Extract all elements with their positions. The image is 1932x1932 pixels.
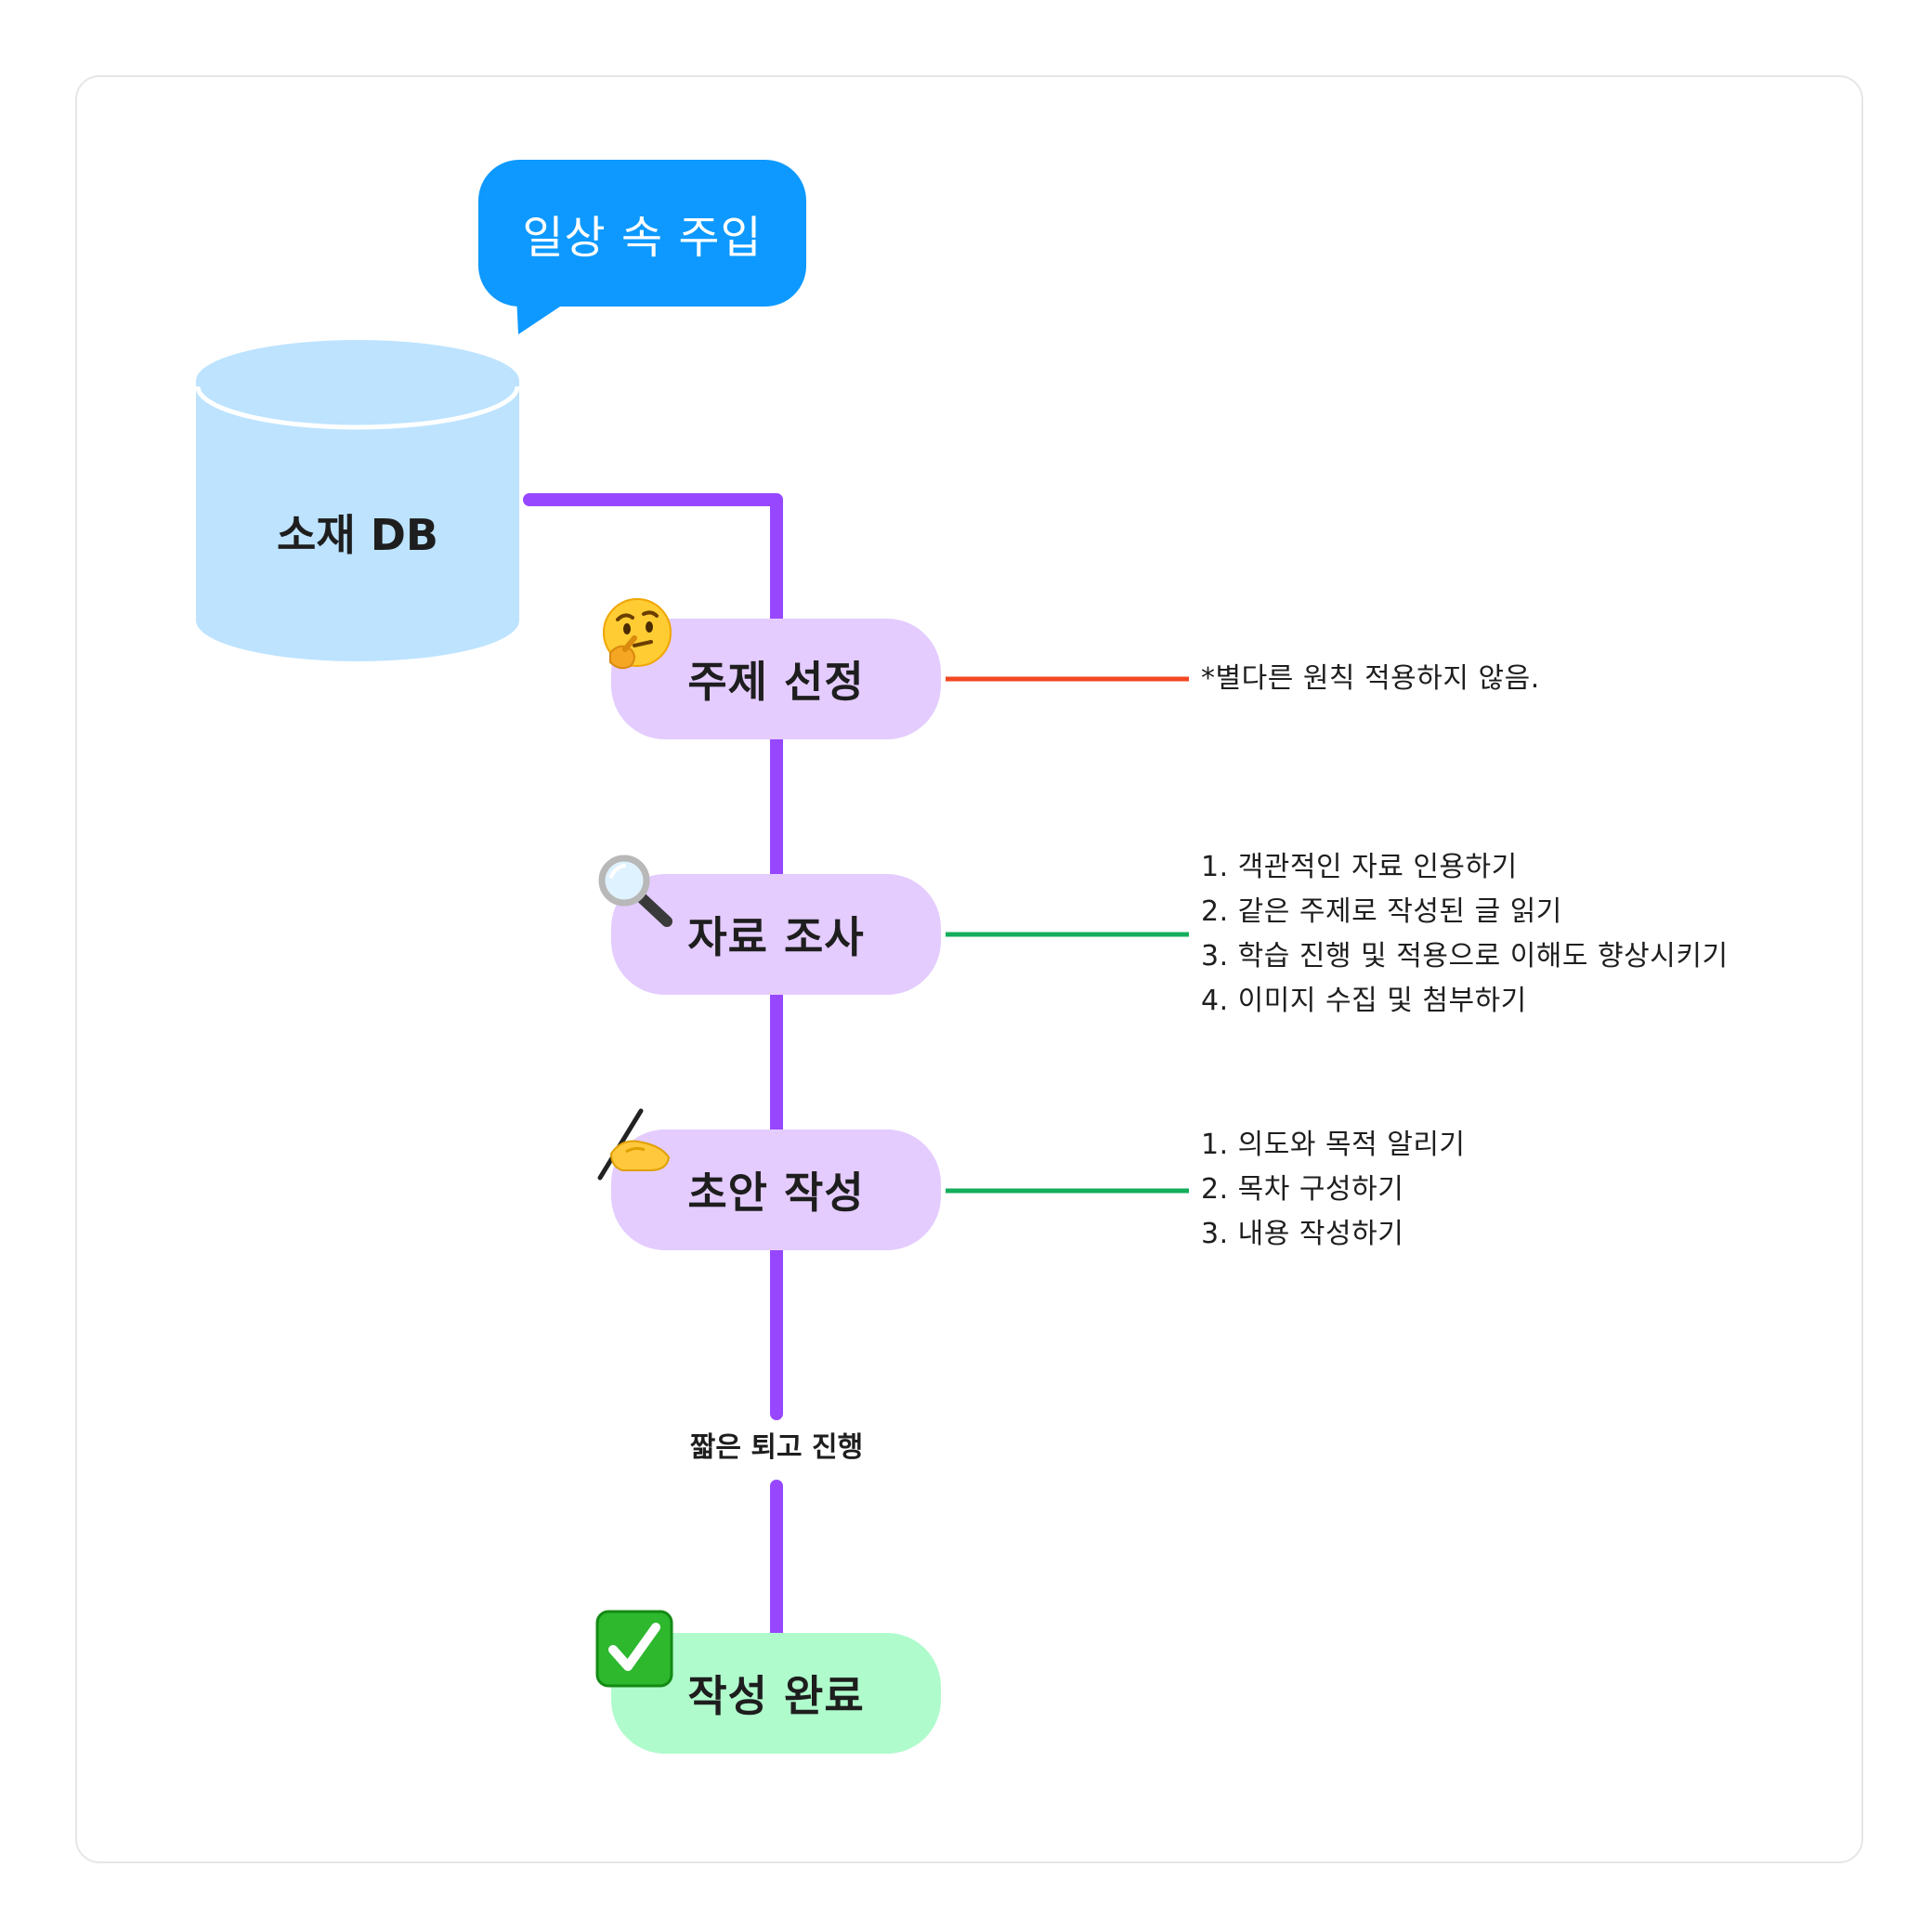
step-label: 주제 선정 xyxy=(687,657,865,707)
step-research: 자료 조사 xyxy=(611,874,941,995)
notes-topic: *별다른 원칙 적용하지 않음. xyxy=(1201,657,1540,701)
magnifying-glass-icon xyxy=(598,855,672,927)
note-item: 2. 같은 주제로 작성된 글 읽기 xyxy=(1201,895,1562,928)
note-item: 4. 이미지 수집 및 첨부하기 xyxy=(1201,985,1527,1017)
note-item: 1. 객관적인 자료 인용하기 xyxy=(1201,851,1518,883)
note-item: 2. 목차 구성하기 xyxy=(1201,1173,1404,1206)
database-cylinder xyxy=(195,340,520,661)
flow-label: 짧은 퇴고 진행 xyxy=(689,1431,864,1464)
step-label: 자료 조사 xyxy=(687,912,865,962)
check-mark-button-icon xyxy=(595,1610,673,1688)
step-topic-selection: 주제 선정 xyxy=(611,619,941,739)
database-label: 소재 DB xyxy=(277,510,438,560)
step-draft-writing: 초안 작성 xyxy=(611,1129,941,1250)
writing-hand-icon xyxy=(597,1108,671,1181)
speech-bubble: 일상 속 주입 xyxy=(478,160,806,307)
thinking-face-icon xyxy=(603,598,672,670)
main-flow-line xyxy=(523,493,783,1420)
note-item: 3. 학습 진행 및 적용으로 이해도 향상시키기 xyxy=(1201,940,1729,973)
note-item: 3. 내용 작성하기 xyxy=(1201,1218,1404,1250)
notes-research: 1. 객관적인 자료 인용하기 2. 같은 주제로 작성된 글 읽기 3. 학습… xyxy=(1201,845,1729,1024)
note-item: *별다른 원칙 적용하지 않음. xyxy=(1201,662,1540,695)
step-label: 초안 작성 xyxy=(687,1168,865,1218)
note-item: 1. 의도와 목적 알리기 xyxy=(1201,1129,1466,1161)
step-label: 작성 완료 xyxy=(687,1671,865,1721)
notes-draft: 1. 의도와 목적 알리기 2. 목차 구성하기 3. 내용 작성하기 xyxy=(1201,1123,1466,1257)
